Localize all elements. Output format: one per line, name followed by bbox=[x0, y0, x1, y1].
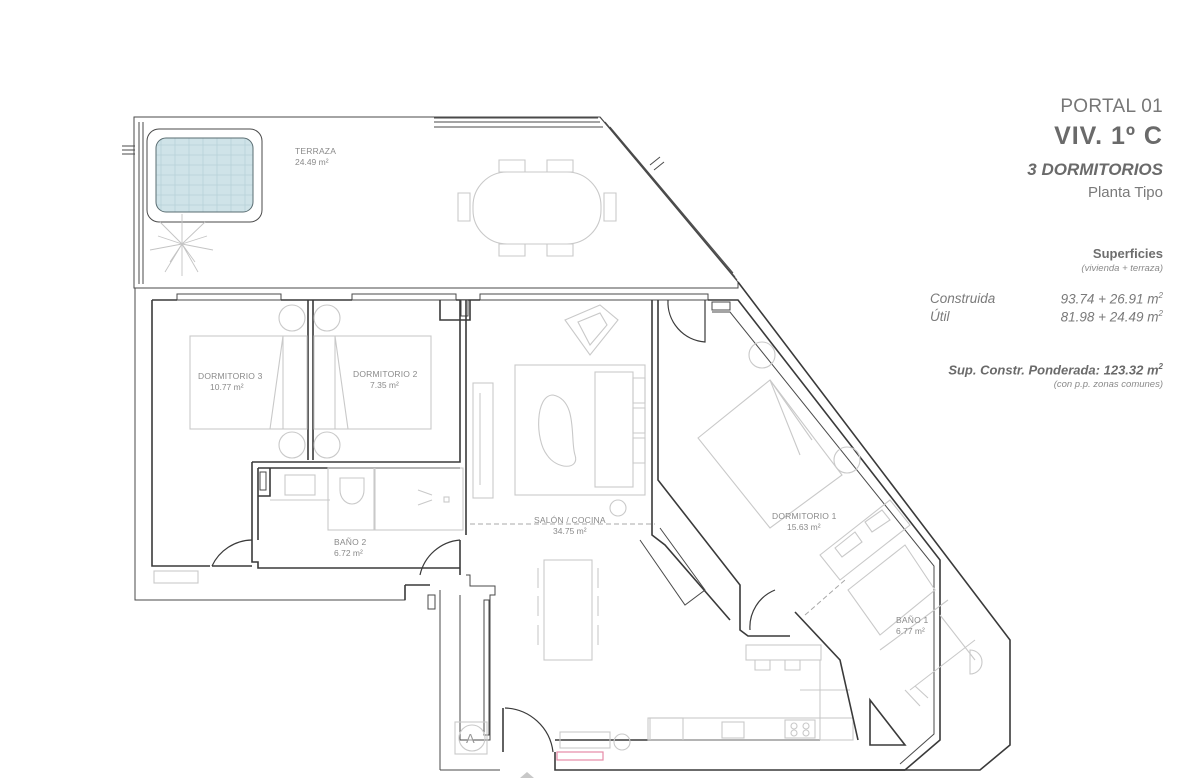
room-label-terraza: TERRAZA bbox=[295, 146, 336, 156]
weighted-surface: Sup. Constr. Ponderada: 123.32 m2 bbox=[948, 362, 1163, 377]
weighted-surface-text: Sup. Constr. Ponderada: 123.32 m bbox=[948, 362, 1159, 378]
radiator bbox=[153, 570, 199, 584]
room-area-dormitorio-1: 15.63 m² bbox=[787, 522, 821, 532]
room-label-dormitorio-1: DORMITORIO 1 bbox=[772, 511, 837, 521]
bano-1: BAÑO 1 6.77 m² bbox=[804, 499, 983, 746]
room-area-bano-2: 6.72 m² bbox=[334, 548, 363, 558]
weighted-surface-note: (con p.p. zonas comunes) bbox=[1053, 379, 1163, 390]
weighted-surface-exp: 2 bbox=[1158, 362, 1163, 371]
surface-unit-exp: 2 bbox=[1158, 309, 1163, 318]
bedroom-count: 3 DORMITORIOS bbox=[1027, 160, 1163, 179]
terrace-dining-table bbox=[457, 159, 617, 257]
unit-title: VIV. 1º C bbox=[1054, 122, 1163, 150]
pool bbox=[146, 128, 263, 223]
surface-value-text: 93.74 + 26.91 m bbox=[1060, 291, 1159, 307]
stair-marker-label: A bbox=[466, 731, 475, 746]
portal-label: PORTAL 01 bbox=[1060, 96, 1163, 117]
surface-row-util: Útil 81.98 + 24.49 m2 bbox=[930, 309, 1163, 325]
room-label-salon-cocina: SALÓN / COCINA bbox=[534, 515, 606, 525]
surface-row-construida: Construida 93.74 + 26.91 m2 bbox=[930, 291, 1163, 307]
surface-label: Construida bbox=[930, 291, 996, 306]
room-area-dormitorio-2: 7.35 m² bbox=[370, 380, 399, 390]
room-label-dormitorio-2: DORMITORIO 2 bbox=[353, 369, 418, 379]
room-label-bano-1: BAÑO 1 bbox=[896, 615, 928, 625]
entry-arrow-icon bbox=[520, 772, 534, 778]
surface-label: Útil bbox=[930, 309, 950, 324]
dormitorio-1: DORMITORIO 1 15.63 m² bbox=[667, 299, 861, 532]
surface-unit-exp: 2 bbox=[1158, 291, 1163, 300]
stair-marker: A bbox=[454, 721, 488, 755]
terraza-area bbox=[122, 116, 739, 289]
room-area-bano-1: 6.77 m² bbox=[896, 626, 925, 636]
entrance-highlight bbox=[556, 751, 604, 761]
floor-type: Planta Tipo bbox=[1087, 184, 1163, 201]
salon-cocina: SALÓN / COCINA 34.75 m² bbox=[404, 300, 854, 761]
room-area-salon-cocina: 34.75 m² bbox=[553, 526, 587, 536]
surface-value: 81.98 + 24.49 m2 bbox=[1061, 309, 1163, 325]
plant-icon bbox=[149, 214, 214, 276]
surface-value: 93.74 + 26.91 m2 bbox=[1061, 291, 1163, 307]
dormitorio-2: DORMITORIO 2 7.35 m² bbox=[313, 304, 432, 459]
surfaces-title: Superficies bbox=[1092, 246, 1163, 261]
bano-2: BAÑO 2 6.72 m² bbox=[211, 462, 464, 576]
room-area-dormitorio-3: 10.77 m² bbox=[210, 382, 244, 392]
surface-value-text: 81.98 + 24.49 m bbox=[1060, 309, 1159, 325]
surfaces-subtitle: (vivienda + terraza) bbox=[1081, 263, 1163, 274]
dormitorio-3: DORMITORIO 3 10.77 m² bbox=[189, 304, 308, 459]
room-area-terraza: 24.49 m² bbox=[295, 157, 329, 167]
room-label-bano-2: BAÑO 2 bbox=[334, 537, 366, 547]
room-label-dormitorio-3: DORMITORIO 3 bbox=[198, 371, 263, 381]
